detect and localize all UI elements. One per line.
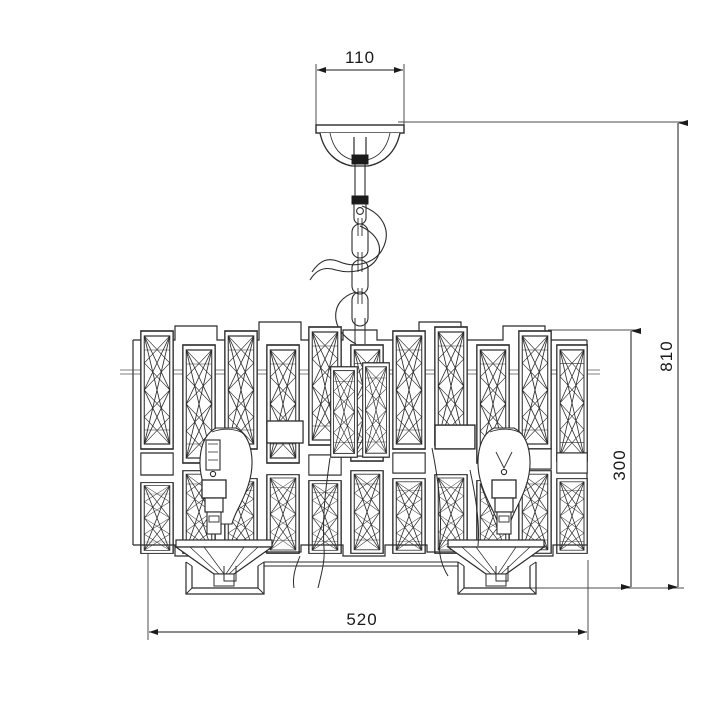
suspension-chain xyxy=(351,203,369,344)
dimension-body-height: 300 xyxy=(548,328,641,590)
foot-flare-right xyxy=(446,539,546,587)
chandelier-geometry xyxy=(120,124,600,595)
dimension-label-110: 110 xyxy=(345,48,375,67)
dimension-overall-height: 810 xyxy=(398,120,688,590)
bracket-cross-member xyxy=(264,561,458,567)
lamp-assembly-left xyxy=(199,427,253,535)
dimension-label-810: 810 xyxy=(657,340,676,371)
dimension-overall-width: 520 xyxy=(147,540,589,640)
lamp-assembly-right xyxy=(477,427,531,535)
foot-flare-left xyxy=(174,539,274,587)
dimension-label-300: 300 xyxy=(610,449,629,480)
suspension-rod xyxy=(351,164,369,205)
dimension-annotations: 110 520 810 300 xyxy=(147,48,688,640)
dimension-label-520: 520 xyxy=(346,610,377,629)
ceiling-canopy xyxy=(315,124,405,167)
wiring-runs xyxy=(293,447,479,589)
bottom-bracket-left xyxy=(185,561,265,595)
canopy-loop xyxy=(351,137,369,165)
power-cable-drape xyxy=(309,205,387,345)
dimension-canopy-width: 110 xyxy=(315,48,405,132)
bottom-bracket-right xyxy=(457,561,537,595)
